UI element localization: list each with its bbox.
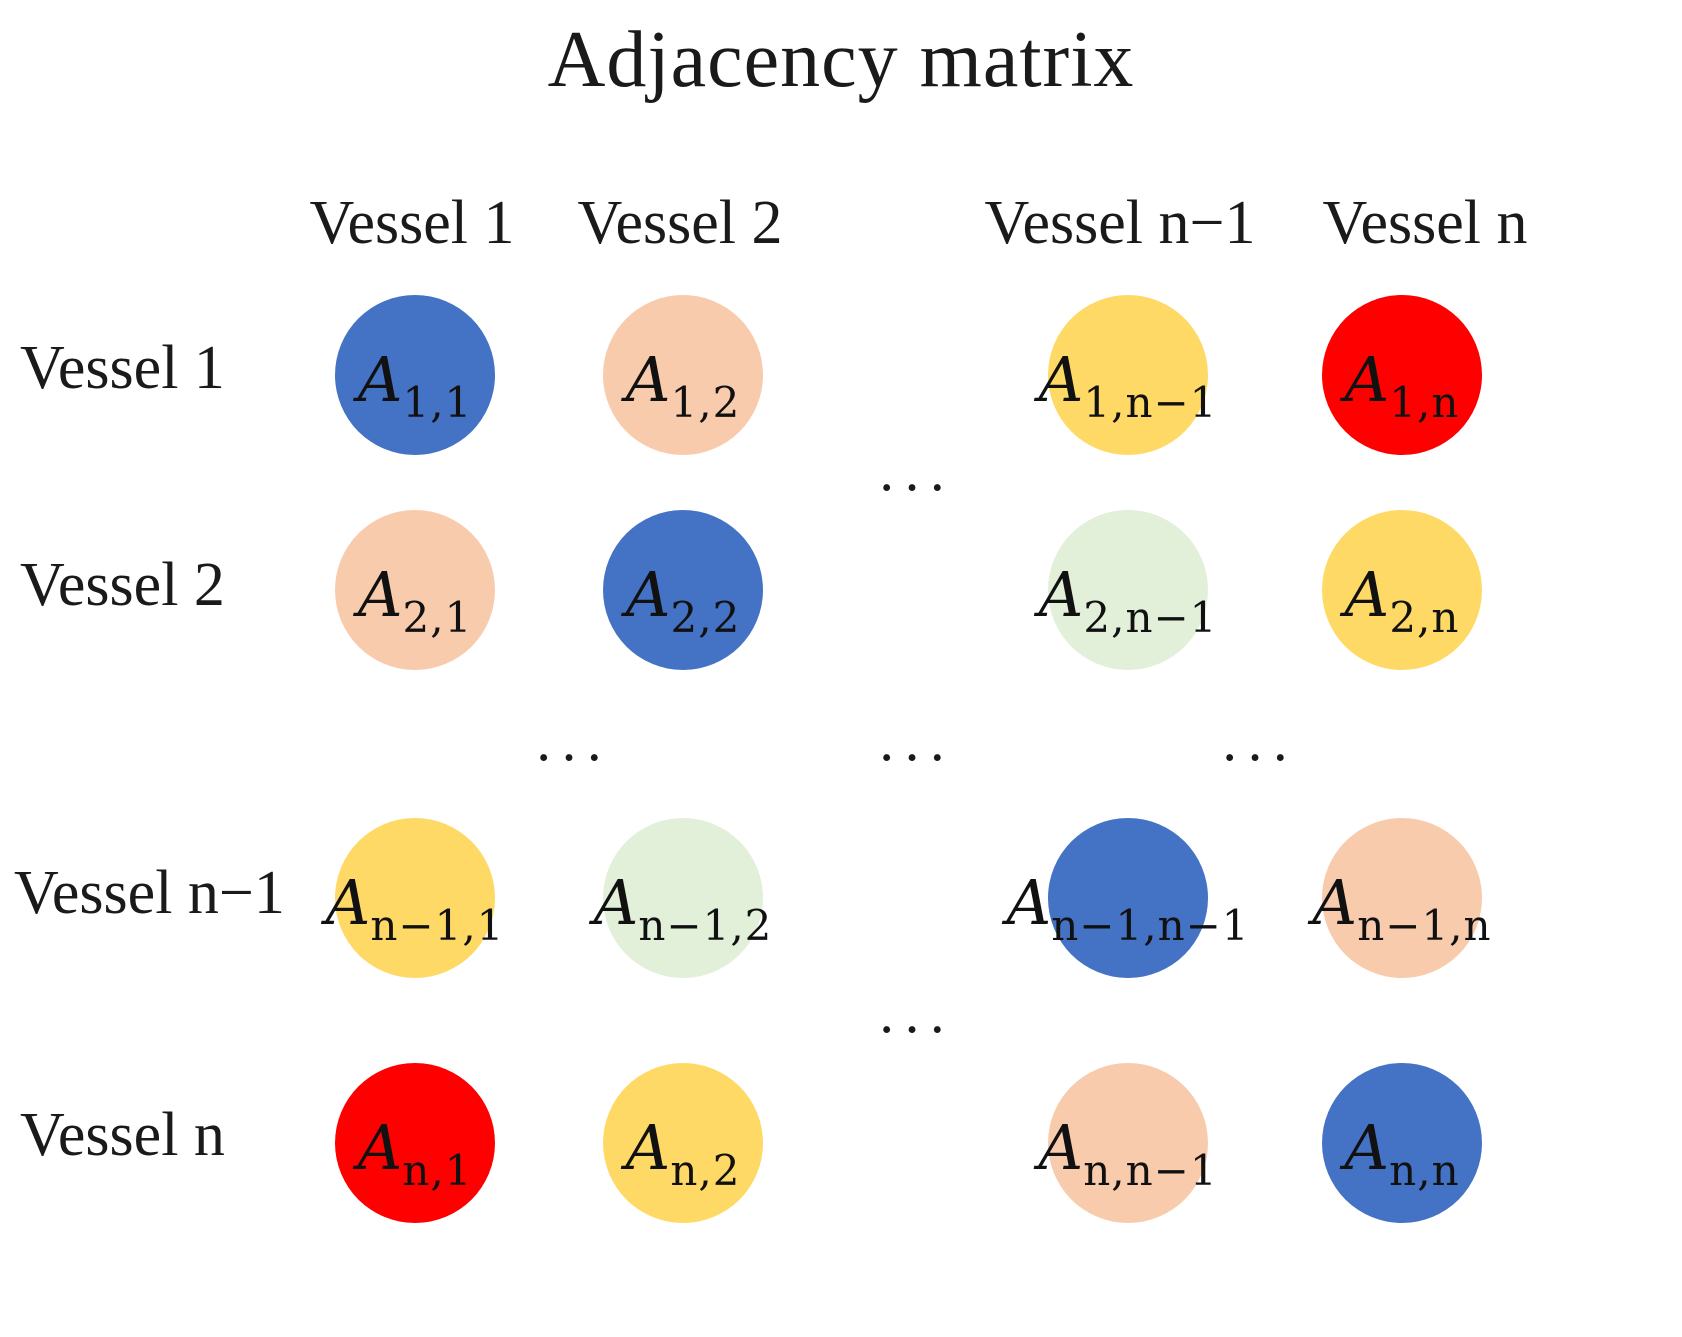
cell-circle bbox=[603, 295, 763, 455]
column-label-vessel-2: Vessel 2 bbox=[577, 189, 783, 257]
cell-entry-symbol: A bbox=[625, 342, 671, 416]
matrix-cell-4-2: An,2 bbox=[603, 1063, 763, 1223]
matrix-cell-3-2: An−1,2 bbox=[594, 818, 771, 978]
matrix-cell-4-4: An,n bbox=[1322, 1063, 1482, 1223]
cell-entry: A2,2 bbox=[625, 557, 741, 642]
cell-entry-symbol: A bbox=[625, 1110, 671, 1184]
cell-circle bbox=[1048, 295, 1208, 455]
cell-entry-symbol: A bbox=[1312, 865, 1358, 939]
cell-entry: An−1,n−1 bbox=[1006, 865, 1249, 950]
matrix-cell-2-4: A2,n bbox=[1322, 510, 1482, 670]
row-label-vessel-1: Vessel 1 bbox=[20, 334, 225, 402]
matrix-cell-2-3: A2,n−1 bbox=[1039, 510, 1216, 670]
ellipsis-middle-center: ··· bbox=[877, 725, 953, 790]
cell-entry-symbol: A bbox=[1038, 1110, 1084, 1184]
cell-entry-subscript: 1,n−1 bbox=[1083, 377, 1218, 427]
matrix-cell-3-4: An−1,n bbox=[1312, 818, 1491, 978]
cell-entry: An,1 bbox=[357, 1110, 473, 1195]
matrix-cell-1-4: A1,n bbox=[1322, 295, 1482, 455]
cell-entry-subscript: n−1,n bbox=[1357, 900, 1492, 950]
cell-entry-symbol: A bbox=[1344, 1110, 1390, 1184]
cell-entry-subscript: 1,1 bbox=[402, 377, 473, 427]
cell-entry-subscript: 2,n−1 bbox=[1083, 592, 1218, 642]
cell-entry-subscript: n,2 bbox=[670, 1145, 741, 1195]
ellipsis-row-gap-bottom: ··· bbox=[877, 997, 953, 1062]
matrix-cell-1-3: A1,n−1 bbox=[1039, 295, 1216, 455]
cell-entry-symbol: A bbox=[357, 1110, 403, 1184]
cell-entry: An−1,1 bbox=[325, 865, 505, 950]
cell-entry-subscript: n,n−1 bbox=[1083, 1145, 1218, 1195]
cell-entry-subscript: n,1 bbox=[402, 1145, 473, 1195]
cell-entry-symbol: A bbox=[593, 865, 639, 939]
cell-circle bbox=[1322, 510, 1482, 670]
cell-circle bbox=[603, 1063, 763, 1223]
matrix-cell-3-3: An−1,n−1 bbox=[1006, 818, 1249, 978]
matrix-cell-2-2: A2,2 bbox=[603, 510, 763, 670]
cell-entry-subscript: 2,n bbox=[1389, 592, 1460, 642]
cell-entry-symbol: A bbox=[357, 342, 403, 416]
matrix-cell-2-1: A2,1 bbox=[335, 510, 495, 670]
cell-entry: A1,2 bbox=[625, 342, 741, 427]
cell-entry-subscript: n−1,2 bbox=[638, 900, 773, 950]
matrix-cell-1-1: A1,1 bbox=[335, 295, 495, 455]
cell-entry-symbol: A bbox=[625, 557, 671, 631]
cell-entry-subscript: 1,2 bbox=[670, 377, 741, 427]
cell-circle bbox=[335, 510, 495, 670]
column-label-vessel-n-minus-1: Vessel n−1 bbox=[984, 189, 1256, 257]
cell-circle bbox=[1048, 1063, 1208, 1223]
cell-circle bbox=[1322, 295, 1482, 455]
cell-entry-subscript: n−1,n−1 bbox=[1051, 900, 1250, 950]
row-label-vessel-n-minus-1: Vessel n−1 bbox=[14, 859, 285, 927]
cell-entry-symbol: A bbox=[1006, 865, 1052, 939]
cell-entry-symbol: A bbox=[1344, 557, 1390, 631]
ellipsis-middle-left: ··· bbox=[534, 725, 610, 790]
ellipsis-middle-right: ··· bbox=[1220, 725, 1296, 790]
cell-circle bbox=[603, 818, 763, 978]
matrix-cell-3-1: An−1,1 bbox=[326, 818, 503, 978]
cell-circle bbox=[603, 510, 763, 670]
matrix-cell-1-2: A1,2 bbox=[603, 295, 763, 455]
matrix-cell-4-1: An,1 bbox=[335, 1063, 495, 1223]
cell-entry: An−1,2 bbox=[593, 865, 773, 950]
cell-entry: An,n bbox=[1344, 1110, 1459, 1195]
cell-entry: A2,n−1 bbox=[1038, 557, 1218, 642]
ellipsis-row-gap-top: ··· bbox=[877, 455, 953, 520]
cell-entry-subscript: 1,n bbox=[1389, 377, 1460, 427]
row-label-vessel-2: Vessel 2 bbox=[20, 551, 225, 619]
cell-circle bbox=[335, 295, 495, 455]
diagram-title: Adjacency matrix bbox=[547, 16, 1135, 104]
cell-circle bbox=[335, 818, 495, 978]
cell-entry: An,n−1 bbox=[1038, 1110, 1217, 1195]
row-label-vessel-n: Vessel n bbox=[20, 1101, 225, 1169]
cell-circle bbox=[1048, 818, 1208, 978]
cell-circle bbox=[1322, 818, 1482, 978]
cell-entry-subscript: n,n bbox=[1389, 1145, 1460, 1195]
cell-entry-symbol: A bbox=[1038, 342, 1084, 416]
cell-entry-subscript: 2,2 bbox=[670, 592, 741, 642]
cell-entry: A1,n bbox=[1344, 342, 1460, 427]
cell-entry: An−1,n bbox=[1312, 865, 1491, 950]
cell-entry-symbol: A bbox=[1344, 342, 1390, 416]
column-label-vessel-n: Vessel n bbox=[1322, 189, 1528, 257]
cell-circle bbox=[1322, 1063, 1482, 1223]
cell-entry: An,2 bbox=[625, 1110, 741, 1195]
cell-entry-symbol: A bbox=[325, 865, 371, 939]
cell-circle bbox=[335, 1063, 495, 1223]
cell-entry: A1,1 bbox=[357, 342, 473, 427]
cell-entry-symbol: A bbox=[1038, 557, 1084, 631]
column-label-vessel-1: Vessel 1 bbox=[309, 189, 515, 257]
matrix-cell-4-3: An,n−1 bbox=[1038, 1063, 1217, 1223]
cell-entry-subscript: n−1,1 bbox=[370, 900, 505, 950]
cell-entry: A1,n−1 bbox=[1038, 342, 1218, 427]
cell-entry-subscript: 2,1 bbox=[402, 592, 473, 642]
cell-entry: A2,1 bbox=[357, 557, 473, 642]
cell-entry: A2,n bbox=[1344, 557, 1460, 642]
cell-entry-symbol: A bbox=[357, 557, 403, 631]
cell-circle bbox=[1048, 510, 1208, 670]
